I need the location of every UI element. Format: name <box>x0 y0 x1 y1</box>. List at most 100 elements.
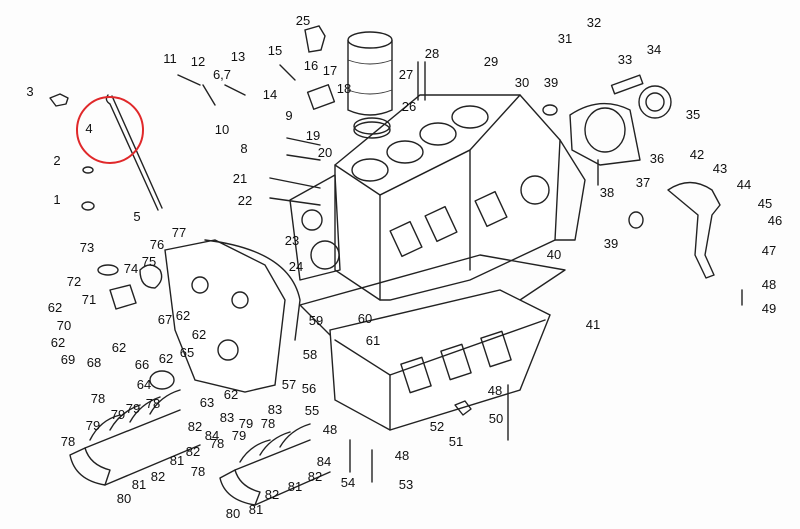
callout-label: 64 <box>137 377 151 392</box>
callout-label: 9 <box>285 108 292 123</box>
callout-label: 73 <box>80 240 94 255</box>
callout-label: 37 <box>636 175 650 190</box>
callout-label: 29 <box>484 54 498 69</box>
oil-pan <box>299 254 566 431</box>
callout-label: 59 <box>309 313 323 328</box>
callout-label: 67 <box>158 312 172 327</box>
callout-label: 20 <box>318 145 332 160</box>
callout-label: 81 <box>249 502 263 517</box>
callout-label: 53 <box>399 477 413 492</box>
callout-label: 44 <box>737 177 751 192</box>
callout-label: 78 <box>61 434 75 449</box>
callout-label: 4 <box>85 121 92 136</box>
callout-label: 79 <box>86 418 100 433</box>
callout-label: 75 <box>142 254 156 269</box>
callout-label: 70 <box>57 318 71 333</box>
callout-label: 39 <box>544 75 558 90</box>
callout-label: 56 <box>302 381 316 396</box>
callout-label: 78 <box>210 436 224 451</box>
callout-label: 58 <box>303 347 317 362</box>
callout-label: 19 <box>306 128 320 143</box>
callout-label: 34 <box>647 42 661 57</box>
callout-label: 68 <box>87 355 101 370</box>
callout-label: 36 <box>650 151 664 166</box>
callout-label: 40 <box>547 247 561 262</box>
callout-label: 12 <box>191 54 205 69</box>
callout-label: 18 <box>337 81 351 96</box>
callout-label: 82 <box>151 469 165 484</box>
callout-label: 11 <box>163 51 177 66</box>
callout-label: 27 <box>399 67 413 82</box>
callout-label: 17 <box>323 63 337 78</box>
callout-label: 82 <box>188 419 202 434</box>
callout-label: 50 <box>489 411 503 426</box>
callout-label: 78 <box>146 396 160 411</box>
callout-label: 62 <box>48 300 62 315</box>
callout-label: 38 <box>600 185 614 200</box>
callout-label: 49 <box>762 301 776 316</box>
callout-label: 51 <box>449 434 463 449</box>
callout-label: 35 <box>686 107 700 122</box>
callout-label: 81 <box>132 477 146 492</box>
callout-label: 55 <box>305 403 319 418</box>
callout-label: 48 <box>488 383 502 398</box>
callout-label: 31 <box>558 31 572 46</box>
callout-label: 83 <box>220 410 234 425</box>
callout-label: 2 <box>53 153 60 168</box>
callout-label: 26 <box>402 99 416 114</box>
callout-label: 78 <box>191 464 205 479</box>
bolts <box>177 61 743 483</box>
callout-label: 15 <box>268 43 282 58</box>
callout-label: 45 <box>758 196 772 211</box>
callout-label: 79 <box>111 407 125 422</box>
callout-label: 72 <box>67 274 81 289</box>
callout-label: 62 <box>112 340 126 355</box>
callout-label: 79 <box>232 428 246 443</box>
callout-label: 41 <box>586 317 600 332</box>
callout-label: 1 <box>53 192 60 207</box>
cylinder-block <box>289 94 586 301</box>
callout-label: 62 <box>159 351 173 366</box>
callout-label: 39 <box>604 236 618 251</box>
callout-label: 6,7 <box>213 67 231 82</box>
callout-label: 48 <box>323 422 337 437</box>
callout-label: 32 <box>587 15 601 30</box>
callout-label: 8 <box>240 141 247 156</box>
callout-label: 76 <box>150 237 164 252</box>
callout-label: 60 <box>358 311 372 326</box>
callout-label: 74 <box>124 261 138 276</box>
callout-label: 84 <box>205 428 219 443</box>
callout-label: 30 <box>515 75 529 90</box>
callout-label: 62 <box>51 335 65 350</box>
callout-label: 48 <box>395 448 409 463</box>
callout-label: 14 <box>263 87 277 102</box>
callout-label: 69 <box>61 352 75 367</box>
callout-label: 62 <box>176 308 190 323</box>
callout-label: 71 <box>82 292 96 307</box>
cylinder-liner <box>304 25 393 139</box>
callout-label: 13 <box>231 49 245 64</box>
callout-label: 43 <box>713 161 727 176</box>
callout-label: 78 <box>91 391 105 406</box>
callout-label: 82 <box>308 469 322 484</box>
bearing-shells <box>69 389 331 506</box>
callout-label: 80 <box>117 491 131 506</box>
rear-seal-housing <box>542 74 721 279</box>
callout-label: 22 <box>238 193 252 208</box>
callout-label: 80 <box>226 506 240 521</box>
callout-label: 77 <box>172 225 186 240</box>
callout-label: 16 <box>304 58 318 73</box>
callout-label: 82 <box>186 444 200 459</box>
callout-label: 28 <box>425 46 439 61</box>
callout-label: 42 <box>690 147 704 162</box>
callout-label: 54 <box>341 475 355 490</box>
callout-label: 81 <box>288 479 302 494</box>
callout-label: 25 <box>296 13 310 28</box>
callout-label: 84 <box>317 454 331 469</box>
callout-label: 65 <box>180 345 194 360</box>
callout-label: 3 <box>26 84 33 99</box>
callout-label: 83 <box>268 402 282 417</box>
